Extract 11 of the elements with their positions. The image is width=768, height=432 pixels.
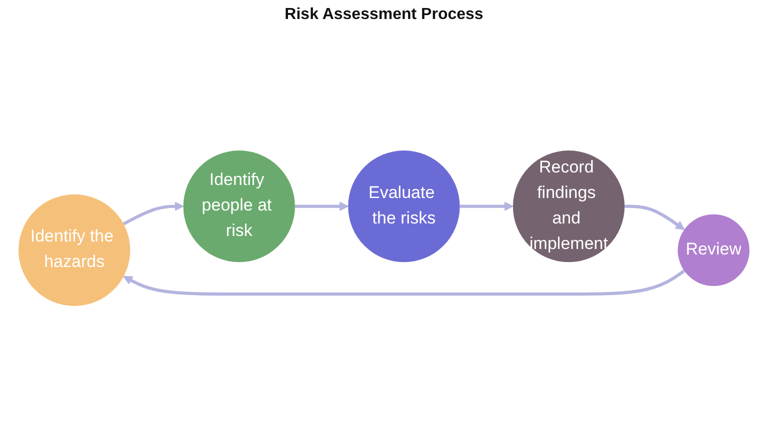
node-circle: Record findings and implement <box>512 150 625 262</box>
arrow <box>294 201 349 211</box>
node-circle: Evaluate the risks <box>348 150 460 262</box>
node-circle: Identify people at risk <box>183 150 295 262</box>
diagram-title: Risk Assessment Process <box>284 6 484 24</box>
arrow <box>123 269 686 296</box>
arrow <box>122 201 184 226</box>
node-circle: Identify the hazards <box>18 194 130 306</box>
arrow <box>624 204 685 230</box>
node-circle: Review <box>678 214 750 286</box>
arrow <box>460 201 514 211</box>
